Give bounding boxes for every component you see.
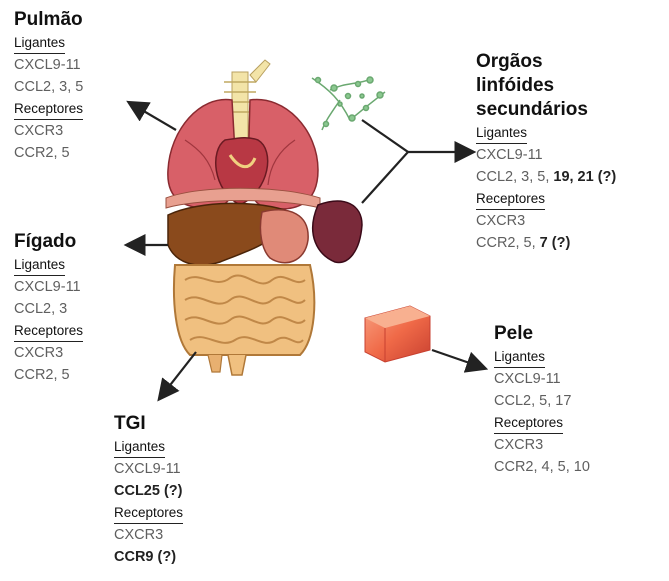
- pulmao-ligante-1: CXCL9-11: [14, 54, 83, 76]
- figado-receptor-2: CCR2, 5: [14, 364, 83, 386]
- tgi-receptores-label: Receptores: [114, 503, 183, 524]
- orgaos-ligantes-label: Ligantes: [476, 123, 527, 144]
- pulmao-ligante-2: CCL2, 3, 5: [14, 76, 83, 98]
- figado-receptor-1: CXCR3: [14, 342, 83, 364]
- figado-block: Fígado Ligantes CXCL9-11 CCL2, 3 Recepto…: [14, 230, 83, 386]
- tgi-title: TGI: [114, 412, 183, 436]
- orgaos-block: Orgãos linfóides secundários Ligantes CX…: [476, 50, 616, 254]
- orgaos-receptor-2-row: CCR2, 5, 7 (?): [476, 232, 616, 254]
- tgi-receptor-2: CCR9 (?): [114, 546, 183, 568]
- pulmao-receptor-2: CCR2, 5: [14, 142, 83, 164]
- pele-receptores-label: Receptores: [494, 413, 563, 434]
- pele-receptor-2: CCR2, 4, 5, 10: [494, 456, 590, 478]
- pulmao-receptor-1: CXCR3: [14, 120, 83, 142]
- orgaos-receptor-2-bold: 7 (?): [540, 235, 571, 251]
- tgi-block: TGI Ligantes CXCL9-11 CCL25 (?) Receptor…: [114, 412, 183, 568]
- orgaos-title-line-3: secundários: [476, 98, 616, 122]
- orgaos-receptor-2: CCR2, 5,: [476, 235, 540, 251]
- figado-title: Fígado: [14, 230, 83, 254]
- orgaos-ligante-1: CXCL9-11: [476, 144, 616, 166]
- pulmao-receptores-label: Receptores: [14, 99, 83, 120]
- lymph-network-icon: [312, 77, 385, 130]
- orgaos-title-line-2: linfóides: [476, 74, 616, 98]
- pele-ligante-1: CXCL9-11: [494, 368, 590, 390]
- pulmao-title: Pulmão: [14, 8, 83, 32]
- orgaos-receptores-label: Receptores: [476, 189, 545, 210]
- tgi-ligante-2: CCL25 (?): [114, 480, 183, 502]
- figado-ligante-1: CXCL9-11: [14, 276, 83, 298]
- orgaos-ligante-2: CCL2, 3, 5,: [476, 169, 553, 185]
- orgaos-title-line-1: Orgãos: [476, 50, 616, 74]
- spleen: [313, 201, 362, 262]
- tgi-ligante-1: CXCL9-11: [114, 458, 183, 480]
- intestines: [174, 265, 314, 375]
- pele-ligante-2: CCL2, 5, 17: [494, 390, 590, 412]
- tgi-receptor-1: CXCR3: [114, 524, 183, 546]
- pele-receptor-1: CXCR3: [494, 434, 590, 456]
- orgaos-ligante-2-row: CCL2, 3, 5, 19, 21 (?): [476, 166, 616, 188]
- pele-ligantes-label: Ligantes: [494, 347, 545, 368]
- tgi-ligantes-label: Ligantes: [114, 437, 165, 458]
- orgaos-ligante-2-bold: 19, 21 (?): [553, 169, 616, 185]
- pele-title: Pele: [494, 322, 590, 346]
- stomach: [260, 210, 308, 263]
- pulmao-block: Pulmão Ligantes CXCL9-11 CCL2, 3, 5 Rece…: [14, 8, 83, 164]
- figado-receptores-label: Receptores: [14, 321, 83, 342]
- figado-ligantes-label: Ligantes: [14, 255, 65, 276]
- orgaos-receptor-1: CXCR3: [476, 210, 616, 232]
- figado-ligante-2: CCL2, 3: [14, 298, 83, 320]
- skin-block-icon: [365, 306, 430, 362]
- pulmao-ligantes-label: Ligantes: [14, 33, 65, 54]
- pele-block: Pele Ligantes CXCL9-11 CCL2, 5, 17 Recep…: [494, 322, 590, 478]
